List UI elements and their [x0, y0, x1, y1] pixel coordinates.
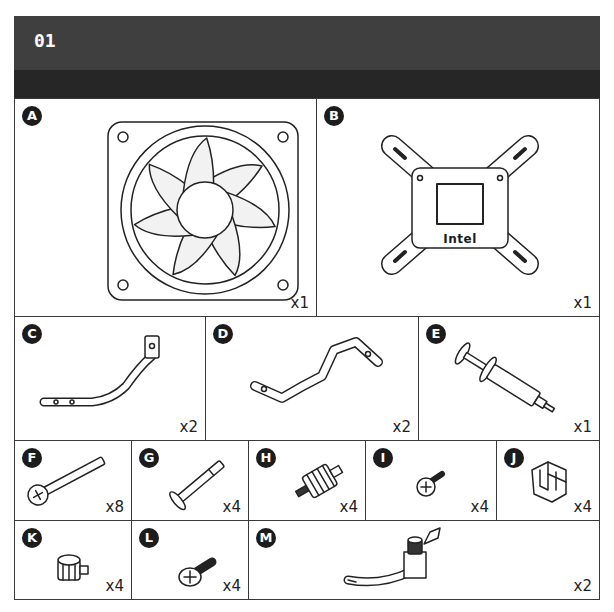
quantity-wrap: x4: [471, 497, 489, 516]
header-bar: [14, 16, 600, 70]
quantity-label: x1: [574, 418, 592, 436]
thermal-paste-syringe: [452, 340, 561, 423]
part-letter: J: [504, 448, 524, 468]
part-cell: Gx4: [131, 440, 249, 521]
part-letter: L: [139, 528, 159, 548]
part-cell: Ex1: [418, 316, 600, 441]
part-letter: G: [139, 448, 159, 468]
quantity-wrap: x2: [180, 417, 198, 436]
quantity-wrap: x8: [106, 497, 124, 516]
retention-clip: [532, 462, 566, 502]
letter-wrap: E: [426, 323, 446, 344]
quantity-label: x2: [574, 577, 592, 595]
letter-wrap: A: [22, 105, 42, 126]
quantity-label: x4: [340, 498, 358, 516]
part-letter: D: [213, 324, 233, 344]
quantity-label: x2: [180, 418, 198, 436]
part-letter: B: [324, 106, 344, 126]
printed-label: Intel: [442, 232, 478, 246]
quantity-wrap: x1: [574, 293, 592, 312]
title-wrap: 01: [34, 30, 56, 51]
letter-wrap: D: [213, 323, 233, 344]
part-letter: I: [373, 448, 393, 468]
backplate-bracket: [392, 146, 528, 264]
part-letter: K: [22, 528, 42, 548]
letter-wrap: H: [256, 447, 276, 468]
letter-wrap: C: [22, 323, 42, 344]
thumb-screw: [291, 459, 346, 505]
letter-wrap: B: [324, 105, 344, 126]
standoff-screw: [167, 455, 229, 512]
mount-bracket-c: [44, 336, 159, 404]
letter-wrap: K: [22, 527, 42, 548]
letter-wrap: M: [256, 527, 276, 548]
quantity-wrap: x2: [574, 576, 592, 595]
part-letter: A: [22, 106, 42, 126]
quantity-wrap: x1: [291, 293, 309, 312]
letter-wrap: G: [139, 447, 159, 468]
quantity-label: x8: [106, 498, 124, 516]
part-cell: Bx1: [316, 98, 600, 317]
part-letter: F: [22, 448, 42, 468]
quantity-label: x2: [393, 418, 411, 436]
label-wrap: Intel: [442, 228, 478, 247]
quantity-wrap: x2: [393, 417, 411, 436]
quantity-label: x1: [574, 294, 592, 312]
part-cell: Dx2: [205, 316, 419, 441]
quantity-wrap: x4: [340, 497, 358, 516]
letter-wrap: L: [139, 527, 159, 548]
quantity-wrap: x4: [106, 576, 124, 595]
part-cell: Cx2: [14, 316, 206, 441]
part-cell: Fx8: [14, 440, 132, 521]
letter-wrap: F: [22, 447, 42, 468]
quantity-label: x4: [471, 498, 489, 516]
quantity-label: x4: [223, 577, 241, 595]
quantity-label: x4: [106, 577, 124, 595]
part-cell: Ix4: [365, 440, 497, 521]
knurled-nut: [58, 555, 88, 580]
part-cell: Ax1: [14, 98, 317, 317]
part-cell: Lx4: [131, 520, 249, 600]
letter-wrap: J: [504, 447, 524, 468]
header-band: [14, 70, 600, 98]
part-cell: Mx2: [248, 520, 600, 600]
part-letter: C: [22, 324, 42, 344]
flat-head-screw: [179, 562, 212, 586]
part-cell: Hx4: [248, 440, 366, 521]
mount-bracket-d: [255, 342, 378, 398]
quantity-label: x1: [291, 294, 309, 312]
quantity-wrap: x4: [574, 497, 592, 516]
part-letter: H: [256, 448, 276, 468]
fan-drawing: [108, 122, 298, 300]
quantity-wrap: x1: [574, 417, 592, 436]
part-letter: E: [426, 324, 446, 344]
small-screw: [417, 474, 442, 496]
letter-wrap: I: [373, 447, 393, 468]
part-letter: M: [256, 528, 276, 548]
quantity-label: x4: [223, 498, 241, 516]
diagram-title: 01: [34, 30, 56, 51]
quantity-label: x4: [574, 498, 592, 516]
pump-bracket: [348, 528, 440, 582]
quantity-wrap: x4: [223, 497, 241, 516]
quantity-wrap: x4: [223, 576, 241, 595]
part-cell: Jx4: [496, 440, 600, 521]
part-cell: Kx4: [14, 520, 132, 600]
